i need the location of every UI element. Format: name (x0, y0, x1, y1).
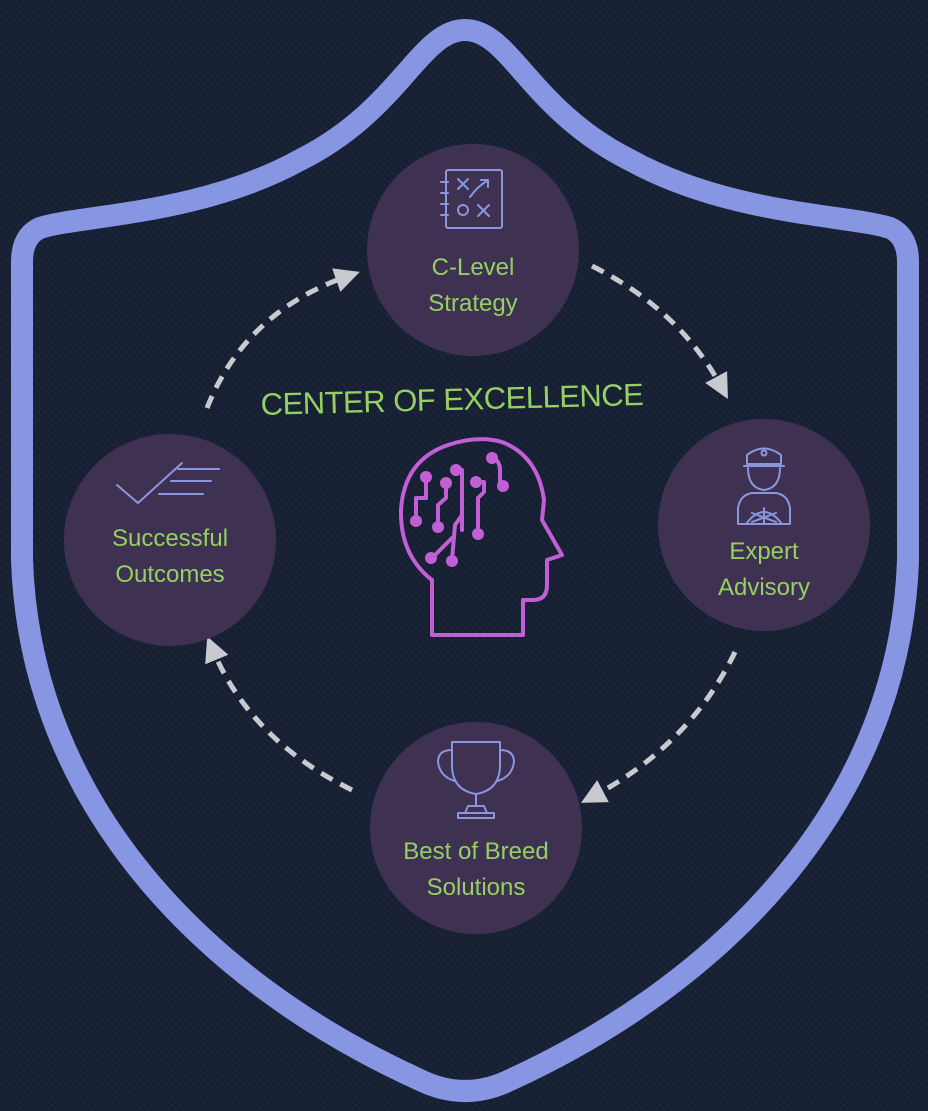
arrow-strategy-to-advisory (590, 263, 728, 400)
node-label-advisory-line2: Advisory (717, 574, 811, 601)
shield-outline (11, 19, 919, 1102)
node-label-strategy: C-Level Strategy (373, 250, 573, 322)
brain-circuit-nodes (410, 452, 509, 567)
arrow-advisory-to-solutions (580, 650, 738, 803)
arrow-outcomes-to-strategy (204, 268, 360, 409)
node-label-advisory-line1: Expert (729, 538, 799, 565)
node-label-strategy-line2: Strategy (428, 290, 518, 317)
trophy-icon (437, 741, 515, 819)
strategy-board-icon (440, 169, 503, 229)
node-label-solutions: Best of Breed Solutions (366, 834, 586, 906)
node-label-outcomes: Successful Outcomes (67, 521, 273, 593)
node-label-advisory: Expert Advisory (664, 534, 864, 606)
checklist-icon (116, 462, 220, 504)
node-label-outcomes-line2: Outcomes (115, 561, 225, 588)
node-label-outcomes-line1: Successful (111, 525, 229, 552)
brain-circuit-icon (398, 437, 564, 637)
arrow-solutions-to-outcomes (205, 636, 354, 793)
node-label-solutions-line1: Best of Breed (403, 838, 549, 865)
node-strategy-circle (367, 144, 579, 356)
captain-icon (737, 447, 791, 525)
node-label-strategy-line1: C-Level (431, 254, 515, 281)
node-outcomes-circle (64, 434, 276, 646)
node-solutions-circle (370, 722, 582, 934)
node-label-solutions-line2: Solutions (426, 874, 526, 901)
